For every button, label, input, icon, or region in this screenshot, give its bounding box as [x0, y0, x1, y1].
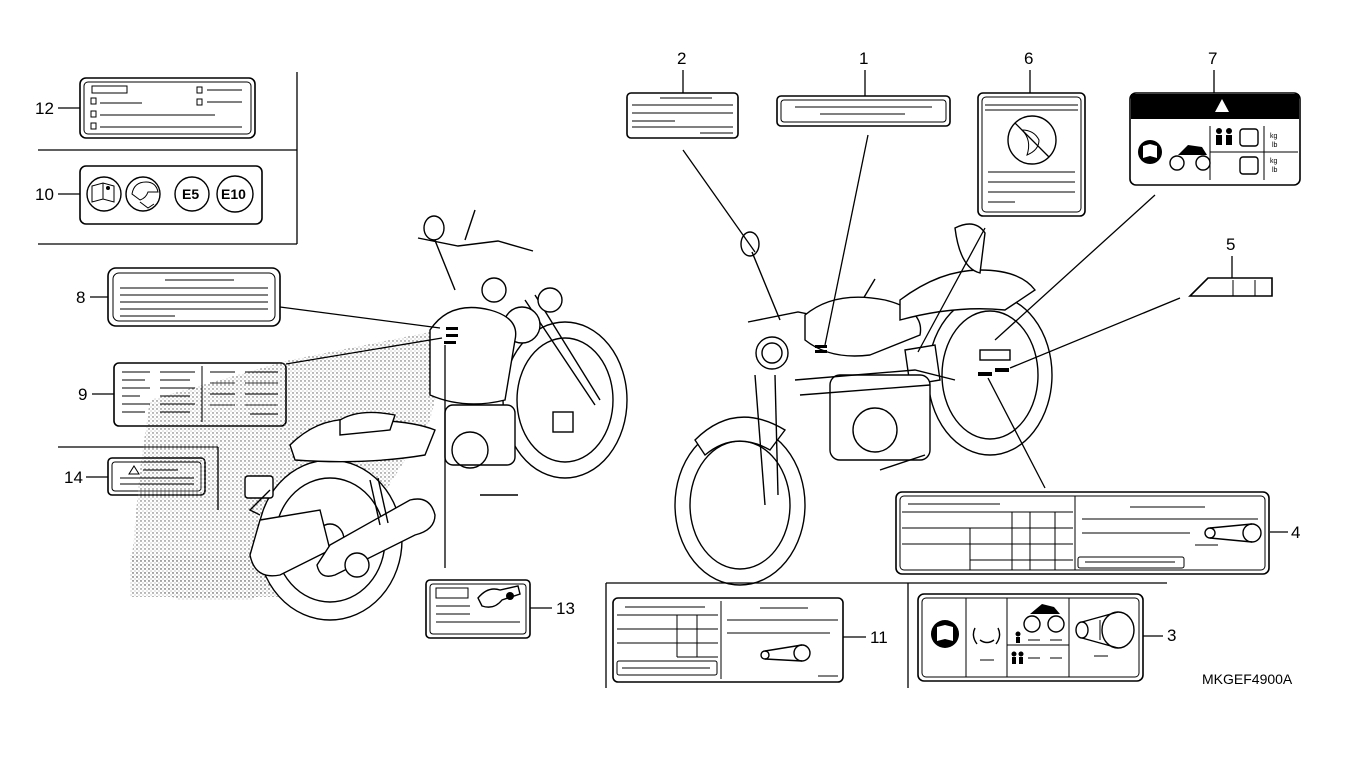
callout-9: 9	[78, 385, 87, 404]
tire-pressure-icon	[972, 627, 1001, 661]
callout-10: 10	[35, 185, 54, 204]
chain-icon	[1204, 523, 1262, 543]
warning-triangle-icon	[1215, 99, 1229, 112]
svg-text:lb: lb	[1272, 167, 1278, 174]
callout-14: 14	[64, 468, 83, 487]
left-leader-lines	[279, 306, 552, 609]
helmet-icon	[125, 176, 161, 212]
warning-triangle-icon	[128, 465, 140, 475]
callout-5: 5	[1226, 235, 1235, 254]
chain-icon	[1075, 611, 1135, 657]
label-10: E5 E10	[79, 165, 263, 225]
label-4	[895, 491, 1270, 575]
svg-text:kg: kg	[1270, 133, 1278, 140]
label-6	[977, 92, 1086, 217]
svg-text:lb: lb	[1272, 142, 1278, 149]
chain-icon	[760, 644, 811, 662]
owners-manual-icon	[1138, 140, 1162, 164]
label-2	[626, 92, 739, 139]
callout-11: 11	[870, 628, 888, 647]
part-code: MKGEF4900A	[1202, 671, 1293, 687]
rider-icon	[1216, 128, 1222, 145]
label-12	[79, 77, 256, 139]
e5-badge: E5	[174, 176, 210, 212]
callout-12: 12	[35, 99, 54, 118]
callout-8: 8	[76, 288, 85, 307]
label-11	[612, 597, 844, 683]
owners-manual-icon	[931, 620, 959, 648]
motorcycle-icon	[1023, 604, 1065, 633]
callout-6: 6	[1024, 49, 1033, 68]
luggage-icon	[1239, 128, 1259, 175]
label-1	[776, 95, 951, 127]
bottom-panel-frame	[605, 582, 1167, 688]
label-3	[917, 593, 1144, 682]
label-5	[1188, 277, 1273, 297]
callout-13: 13	[556, 599, 575, 618]
label-8	[107, 267, 281, 327]
label-13	[425, 579, 531, 639]
svg-text:kg: kg	[1270, 158, 1278, 165]
passenger-icon	[1011, 651, 1024, 664]
callout-1: 1	[859, 49, 868, 68]
label-7: kg lb kg lb	[1129, 92, 1301, 186]
owners-manual-icon	[86, 176, 122, 212]
motorcycle-icon	[1169, 145, 1211, 171]
motorcycle-rear-view	[130, 209, 628, 621]
callout-2: 2	[677, 49, 686, 68]
svg-text:E5: E5	[182, 186, 199, 202]
callout-7: 7	[1208, 49, 1217, 68]
svg-text:E10: E10	[221, 186, 246, 202]
callout-3: 3	[1167, 626, 1176, 645]
no-fire-icon	[1007, 115, 1057, 165]
rider-icon	[1015, 631, 1021, 643]
callout-4: 4	[1291, 523, 1300, 542]
fuel-nozzle-icon	[477, 585, 521, 608]
passenger-icon	[1226, 128, 1232, 145]
e10-badge: E10	[216, 175, 254, 213]
